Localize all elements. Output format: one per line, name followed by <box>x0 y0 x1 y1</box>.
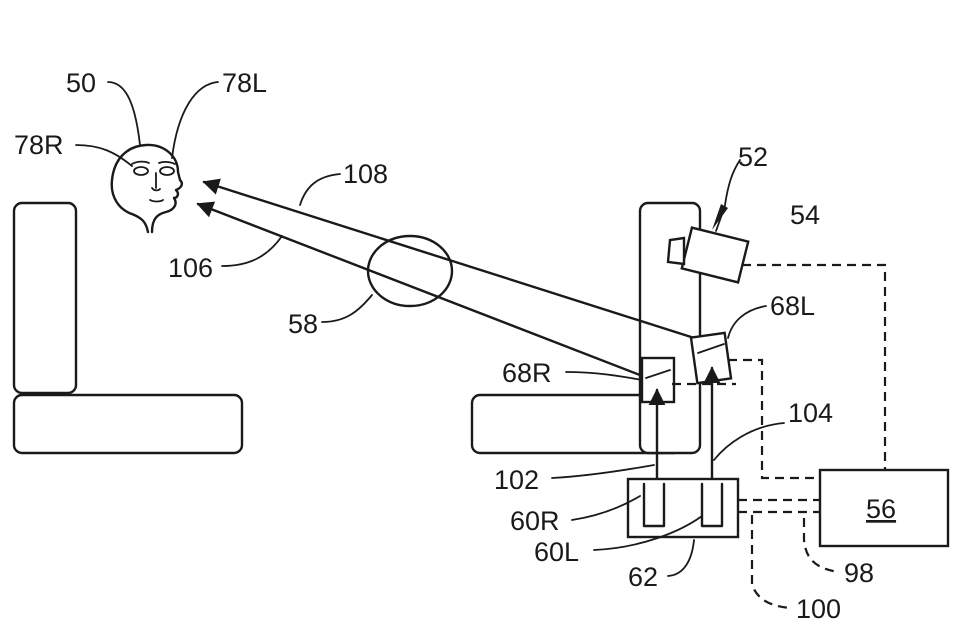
label-source-left: 60L <box>534 537 579 567</box>
dashed-line-mirrors <box>728 358 820 480</box>
label-head: 50 <box>66 68 96 98</box>
leader-lines <box>75 81 785 577</box>
label-path-left: 104 <box>788 398 833 428</box>
dashed-line-camera <box>742 263 887 470</box>
eye-left-icon <box>159 166 175 176</box>
beam-upper <box>202 178 712 345</box>
label-line-98: 98 <box>844 558 874 588</box>
beam-lower <box>196 201 660 384</box>
label-line-100: 100 <box>796 594 841 624</box>
source-right-icon <box>642 482 666 528</box>
label-eye-right: 78R <box>14 130 64 160</box>
label-beam-upper: 108 <box>343 159 388 189</box>
eye-right-icon <box>133 166 149 176</box>
label-controller: 56 <box>866 494 896 524</box>
left-seat-cushion <box>12 393 244 455</box>
lens-circle <box>366 234 454 308</box>
source-left-icon <box>700 482 724 528</box>
label-projector-assembly: 52 <box>738 142 768 172</box>
left-seat-back <box>12 201 78 395</box>
dashed-line-100 <box>750 515 791 610</box>
label-source-right: 60R <box>510 506 560 536</box>
label-lens: 58 <box>288 309 318 339</box>
label-mirror-right: 68R <box>502 358 552 388</box>
label-source-housing: 62 <box>628 562 658 592</box>
label-mirror-left: 68L <box>770 291 815 321</box>
label-camera: 54 <box>790 200 820 230</box>
label-eye-left: 78L <box>222 68 267 98</box>
occupant-head <box>110 143 184 234</box>
label-beam-lower: 106 <box>168 253 213 283</box>
camera-icon <box>666 204 750 284</box>
label-path-right: 102 <box>494 465 539 495</box>
